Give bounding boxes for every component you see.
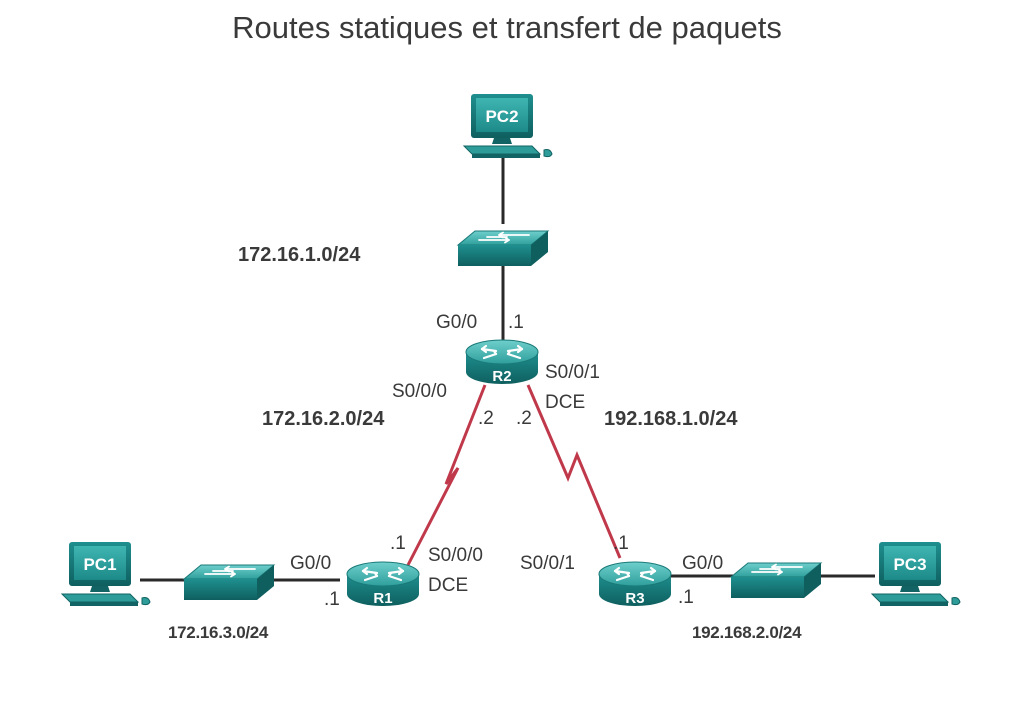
ip-suffix-label: .1 (678, 587, 694, 608)
ip-suffix-label: .1 (508, 312, 524, 333)
pc3-icon[interactable]: PC3 (871, 541, 961, 607)
serial-r2-r1 (406, 384, 487, 566)
r3-router-icon[interactable]: R3 (597, 560, 673, 608)
interface-label: S0/0/0 (428, 545, 483, 566)
interface-label: S0/0/0 (392, 381, 447, 402)
interface-label: G0/0 (436, 312, 478, 333)
switch-icon[interactable] (183, 564, 275, 601)
network-label: 172.16.1.0/24 (238, 244, 361, 266)
dce-label: DCE (428, 575, 469, 596)
r3-label: R3 (625, 590, 644, 607)
ip-suffix-label: .1 (613, 533, 629, 554)
network-label: 192.168.1.0/24 (604, 408, 738, 430)
interface-label: G0/0 (290, 553, 332, 574)
network-label: 172.16.3.0/24 (168, 623, 269, 642)
pc1-icon[interactable]: PC1 (61, 541, 151, 607)
r1-label: R1 (373, 590, 392, 607)
dce-label: DCE (545, 392, 586, 413)
switch-icon[interactable] (730, 562, 822, 599)
r2-router-icon[interactable]: R2 (464, 338, 540, 386)
interface-label: G0/0 (682, 553, 724, 574)
r2-label: R2 (492, 368, 511, 385)
pc1-label: PC1 (83, 555, 116, 574)
serial-links (406, 384, 622, 566)
pc2-icon[interactable]: PC2 (463, 93, 553, 159)
ip-suffix-label: .1 (390, 533, 406, 554)
interface-label: S0/0/1 (520, 553, 575, 574)
ip-suffix-label: .1 (324, 589, 340, 610)
interface-label: S0/0/1 (545, 362, 600, 383)
pc3-label: PC3 (893, 555, 926, 574)
network-label: 172.16.2.0/24 (262, 408, 385, 430)
serial-r2-r3 (526, 384, 622, 559)
diagram-title: Routes statiques et transfert de paquets (232, 10, 782, 45)
ip-suffix-label: .2 (478, 408, 494, 429)
r1-router-icon[interactable]: R1 (345, 560, 421, 608)
ip-suffix-label: .2 (516, 408, 532, 429)
switch-icon[interactable] (457, 230, 549, 267)
network-label: 192.168.2.0/24 (692, 623, 802, 642)
pc2-label: PC2 (485, 107, 518, 126)
